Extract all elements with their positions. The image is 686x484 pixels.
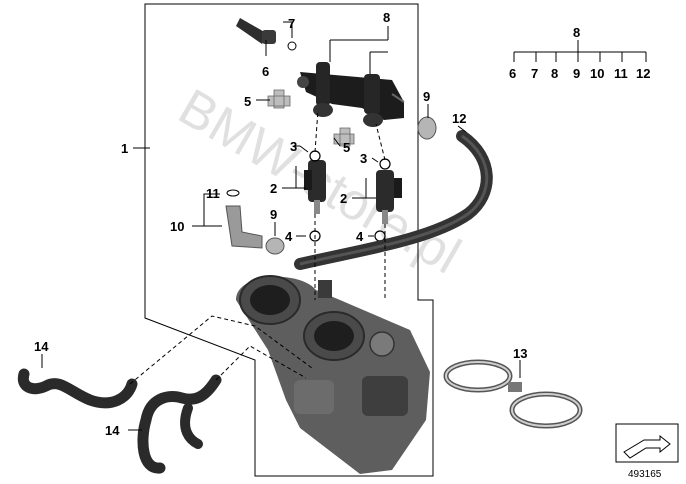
fuel-rail-graphic [297, 62, 405, 127]
view-arrow-icon [615, 423, 679, 463]
callout-3b: 3 [360, 151, 367, 166]
reference-number: 493165 [628, 469, 662, 480]
set-legend-items: 6 7 8 9 10 11 12 [509, 66, 650, 81]
set-legend-item: 9 [573, 66, 580, 81]
callout-5b: 5 [343, 140, 350, 155]
clip-graphic [267, 89, 355, 147]
callout-4a: 4 [285, 229, 293, 244]
callout-11: 11 [206, 186, 220, 201]
set-legend-item: 6 [509, 66, 516, 81]
callout-2b: 2 [340, 191, 347, 206]
callout-7: 7 [288, 16, 295, 31]
set-legend-item: 10 [590, 66, 604, 81]
set-legend-item: 8 [551, 66, 558, 81]
callout-9a: 9 [423, 89, 430, 104]
callout-8: 8 [383, 10, 390, 25]
set-legend-item: 7 [531, 66, 538, 81]
callout-13: 13 [513, 346, 527, 361]
callout-2a: 2 [270, 181, 277, 196]
throttle-body-graphic [236, 275, 430, 474]
callout-10: 10 [170, 219, 184, 234]
set-legend-item: 12 [636, 66, 650, 81]
callout-5a: 5 [244, 94, 251, 109]
hose-clamp-graphic [443, 359, 583, 429]
callout-1: 1 [121, 141, 128, 156]
callout-12: 12 [452, 111, 466, 126]
hose-nut-graphic [265, 116, 437, 255]
set-legend-item: 11 [614, 66, 628, 81]
callout-14b: 14 [105, 423, 120, 438]
callout-4b: 4 [356, 229, 364, 244]
callout-9b: 9 [270, 207, 277, 222]
leader-lines [41, 21, 647, 431]
callout-6: 6 [262, 64, 269, 79]
set-legend-head: 8 [573, 25, 580, 40]
injector-graphic [304, 150, 402, 242]
assembly-border [144, 3, 434, 477]
elbow-connector-graphic [225, 189, 263, 249]
callout-3a: 3 [290, 139, 297, 154]
callout-14a: 14 [34, 339, 49, 354]
vent-hose-graphic [17, 368, 222, 474]
